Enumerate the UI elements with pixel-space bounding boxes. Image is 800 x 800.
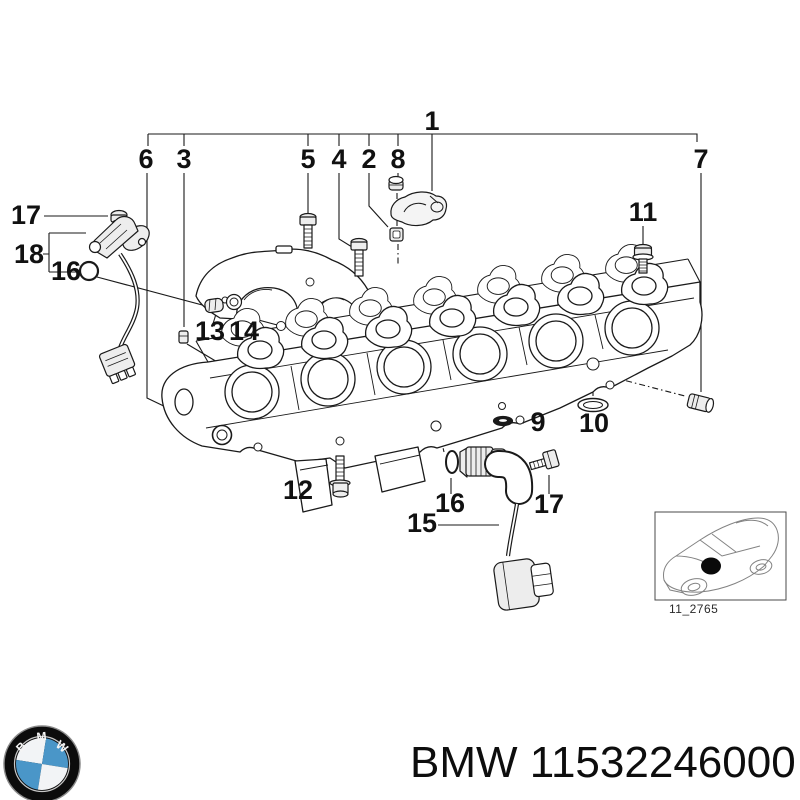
callout-16-bottom: 16 (435, 488, 465, 518)
head-holes (253, 321, 615, 452)
bmw-logo: B M W (3, 725, 81, 800)
callout-2: 2 (361, 144, 376, 174)
part-seal-9 (492, 415, 514, 427)
leader-13 (211, 313, 217, 328)
part-cap-8 (388, 175, 404, 191)
logo-letter-m: M (36, 729, 47, 744)
logo-quadrant-ne (42, 738, 69, 769)
part-plug-13 (204, 297, 224, 314)
callout-18: 18 (14, 239, 44, 269)
part-gasket-10 (577, 397, 609, 413)
part-nut-2 (389, 227, 404, 242)
part-oring-16-left (78, 260, 100, 282)
main-callout-rail (148, 133, 698, 142)
part-bolt-12 (329, 455, 351, 498)
cylinder-head-drawing (161, 244, 703, 513)
callout-labels: 1 6 3 5 4 2 8 7 11 17 18 16 13 14 9 10 1… (11, 106, 709, 538)
logo-quadrant-sw (16, 759, 42, 790)
callout-12: 12 (283, 475, 313, 505)
head-bores (224, 300, 660, 420)
callout-1: 1 (424, 106, 439, 136)
cam-towers-front (236, 262, 669, 370)
callout-15: 15 (407, 508, 437, 538)
leader-4 (338, 173, 353, 248)
location-dot (701, 557, 721, 575)
part-sensor-18 (88, 215, 150, 385)
callout-4: 4 (331, 144, 346, 174)
callout-6: 6 (138, 144, 153, 174)
callout-3: 3 (176, 144, 191, 174)
callout-7: 7 (693, 144, 708, 174)
callout-13: 13 (195, 316, 225, 346)
callout-16-left: 16 (51, 256, 81, 286)
part-seal-6 (211, 424, 233, 446)
part-dowel-7 (686, 393, 715, 413)
leader-18-bracket (43, 232, 86, 273)
part-number-text: BMW 11532246000 (410, 738, 796, 787)
callout-5: 5 (300, 144, 315, 174)
part-sensor-15 (459, 446, 554, 611)
callout-17-left: 17 (11, 200, 41, 230)
part-oring-16-bottom (445, 450, 459, 474)
thumbnail-code: 11_2765 (669, 602, 718, 616)
car-sketch (663, 517, 779, 596)
callout-11: 11 (629, 197, 658, 227)
part-rocker-1 (390, 191, 448, 227)
car-thumbnail: 11_2765 (654, 511, 787, 616)
part-bolt-4 (350, 237, 368, 277)
logo-quadrant-se (37, 764, 68, 790)
part-ring-14 (225, 293, 243, 311)
part-bolt-17-bottom (528, 449, 560, 471)
part-bolt-11 (632, 243, 654, 274)
callout-14: 14 (229, 316, 259, 346)
small-parts (78, 175, 715, 611)
callout-17-bottom: 17 (534, 489, 564, 519)
callout-8: 8 (390, 144, 405, 174)
footer: B M W BMW 11532246000 (3, 725, 796, 800)
callout-9: 9 (530, 407, 545, 437)
part-clip-3 (178, 330, 189, 344)
part-bolt-5 (299, 212, 317, 249)
callout-10: 10 (579, 408, 609, 438)
logo-quadrant-nw (16, 738, 47, 764)
leader-2 (368, 173, 389, 228)
